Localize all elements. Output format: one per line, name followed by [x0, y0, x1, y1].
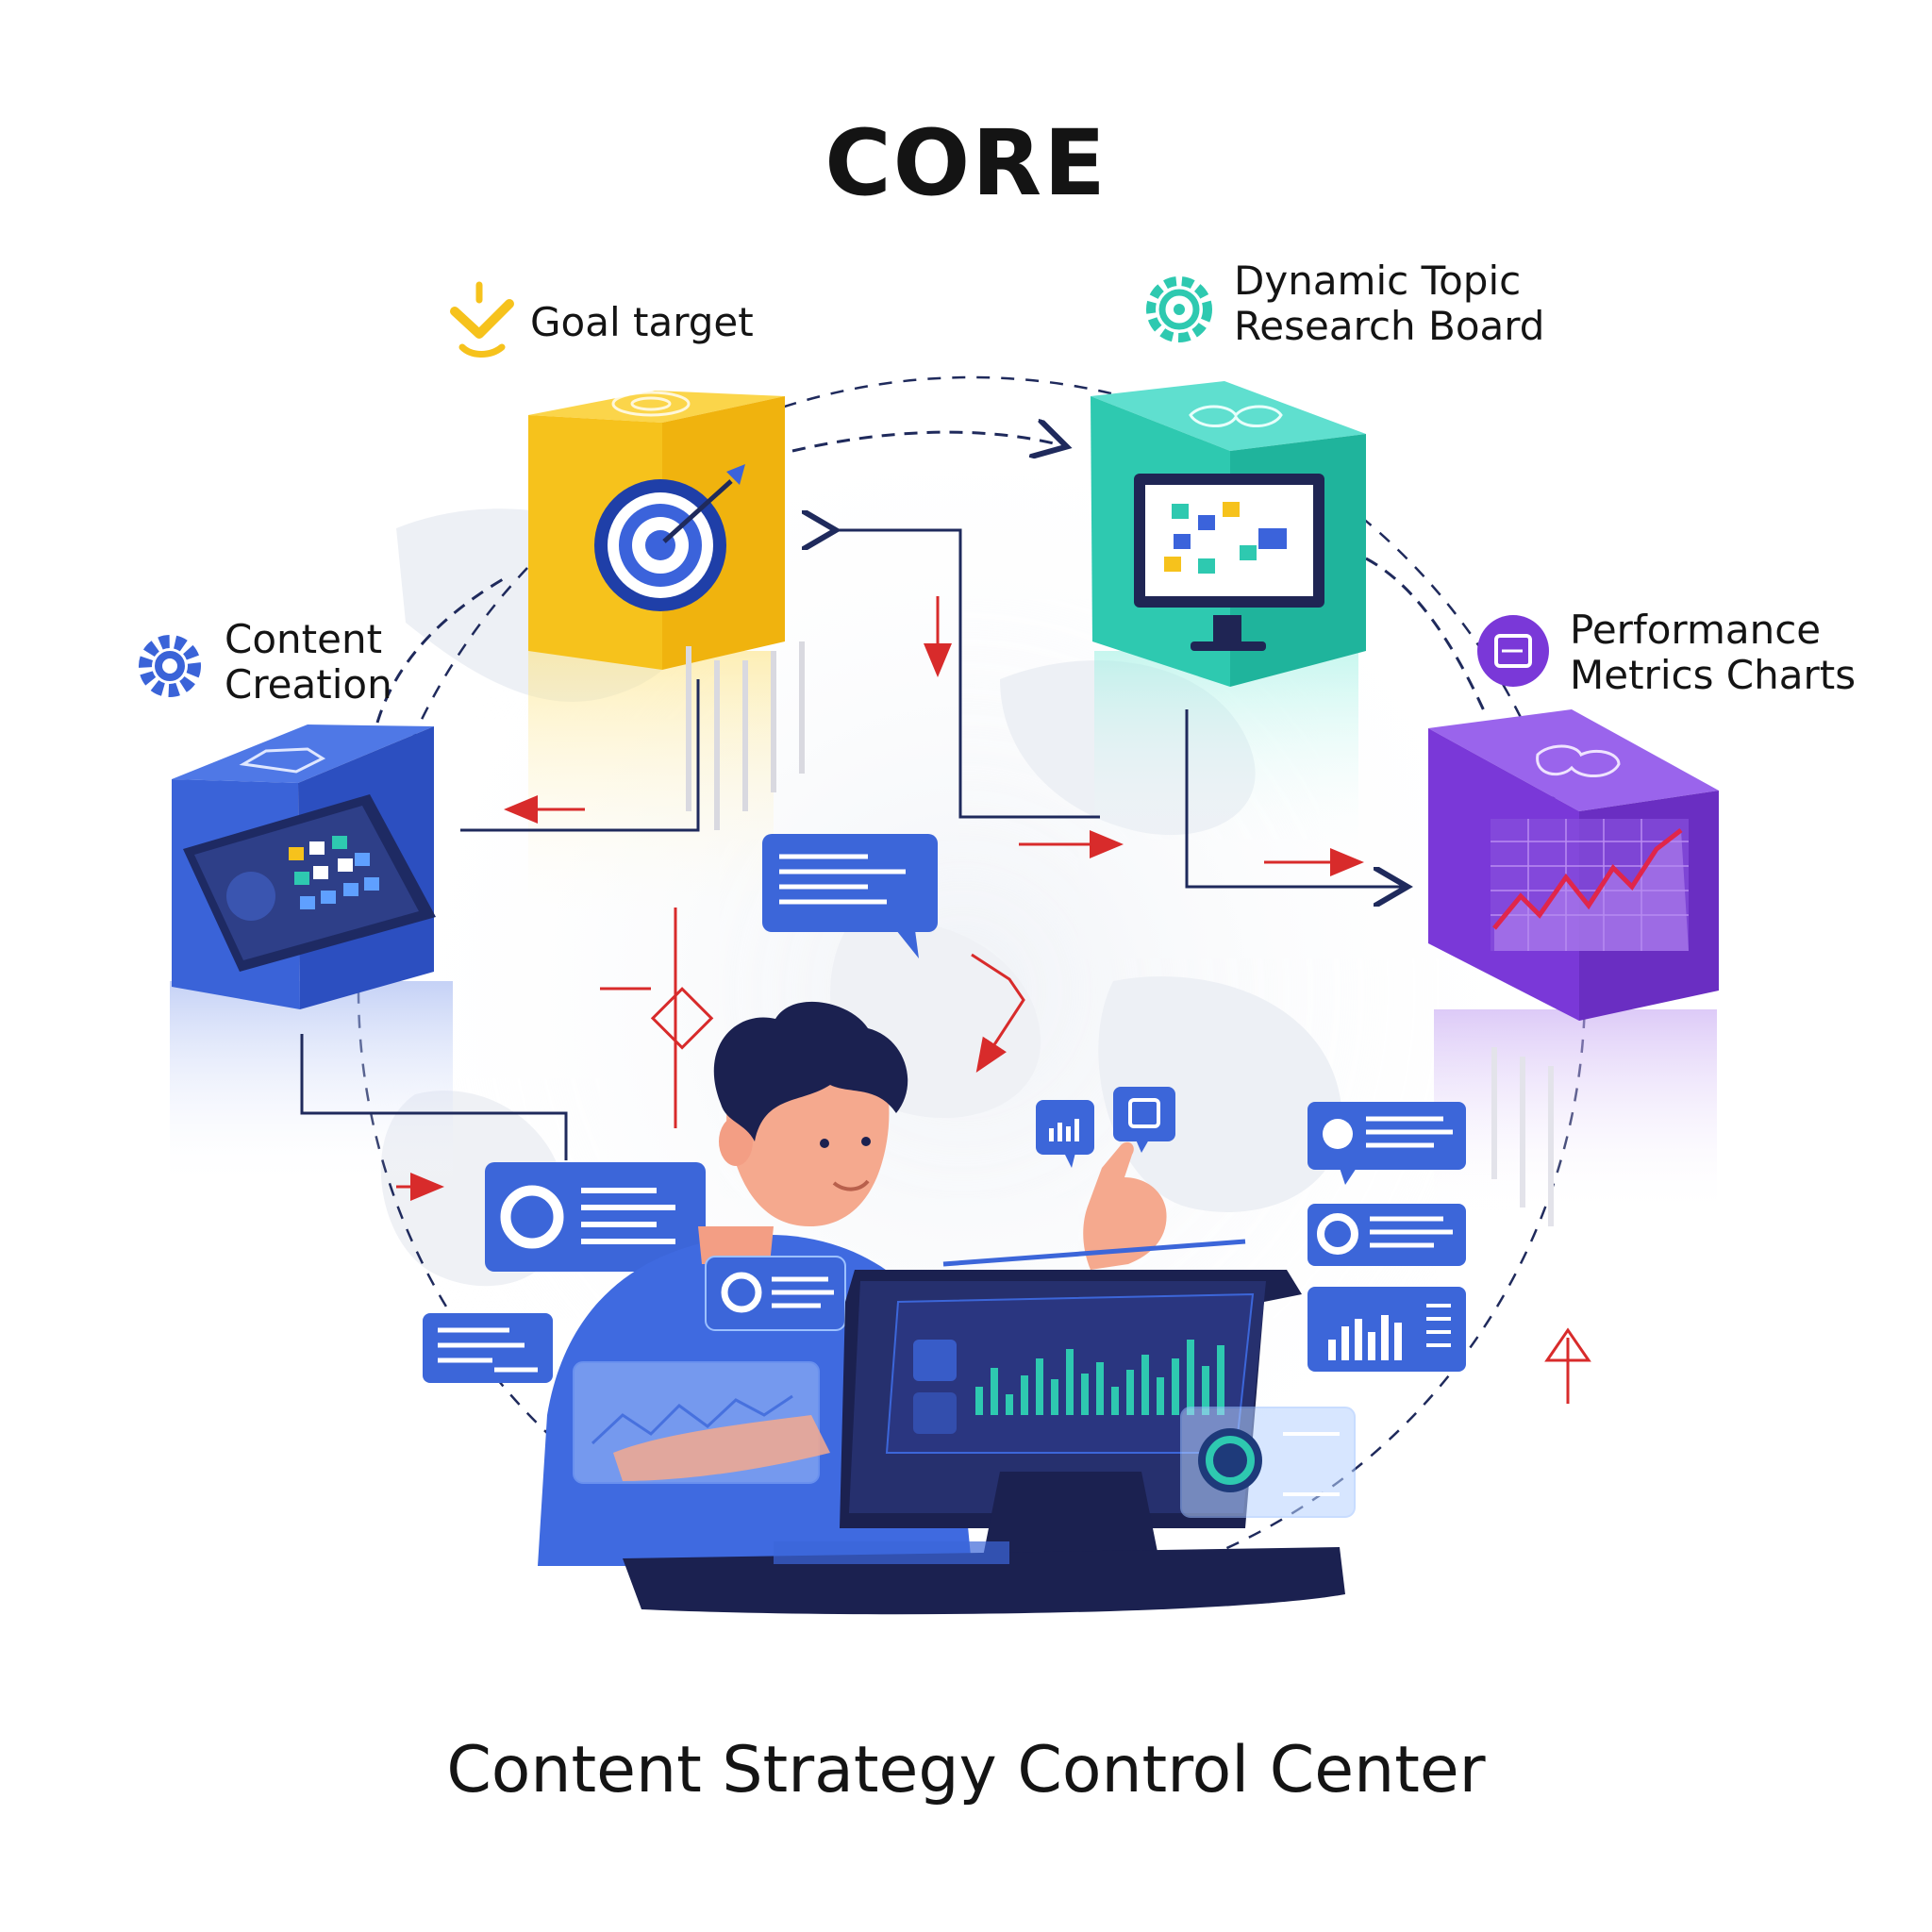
tablet-icon [183, 794, 436, 972]
research-label-line-1: Dynamic Topic [1234, 258, 1522, 304]
checkmark-chevron-icon [450, 281, 514, 358]
page-title: CORE [824, 110, 1108, 216]
blue-gear-icon [139, 635, 201, 697]
person-at-desk [538, 1001, 1356, 1615]
connector-lines [300, 432, 1489, 1160]
goal-target-label: Goal target [530, 299, 754, 345]
content-label-line-2: Creation [225, 661, 392, 708]
metrics-label-line-2: Metrics Charts [1570, 652, 1857, 699]
performance-metrics-label: Performance Metrics Charts [1570, 607, 1857, 699]
target-icon [594, 464, 745, 611]
footer-title: Content Strategy Control Center [446, 1733, 1486, 1807]
research-label-line-2: Research Board [1234, 303, 1545, 350]
research-board-cube [1091, 381, 1366, 687]
content-label-line-1: Content [225, 616, 383, 662]
metrics-label-line-1: Performance [1570, 607, 1822, 653]
content-creation-cube [172, 724, 436, 1009]
goal-cube [528, 391, 805, 830]
research-board-label: Dynamic Topic Research Board [1234, 258, 1544, 350]
floating-panels [423, 834, 1466, 1383]
monitor-icon [1134, 474, 1324, 651]
teal-gear-target-icon [1146, 276, 1212, 342]
purple-chart-badge-icon [1477, 615, 1549, 687]
goal-label-line: Goal target [530, 299, 754, 345]
metrics-cube [1428, 709, 1719, 1226]
content-creation-label: Content Creation [225, 616, 392, 708]
line-chart-icon [1491, 819, 1689, 951]
red-flow-arrows [396, 596, 1591, 1404]
